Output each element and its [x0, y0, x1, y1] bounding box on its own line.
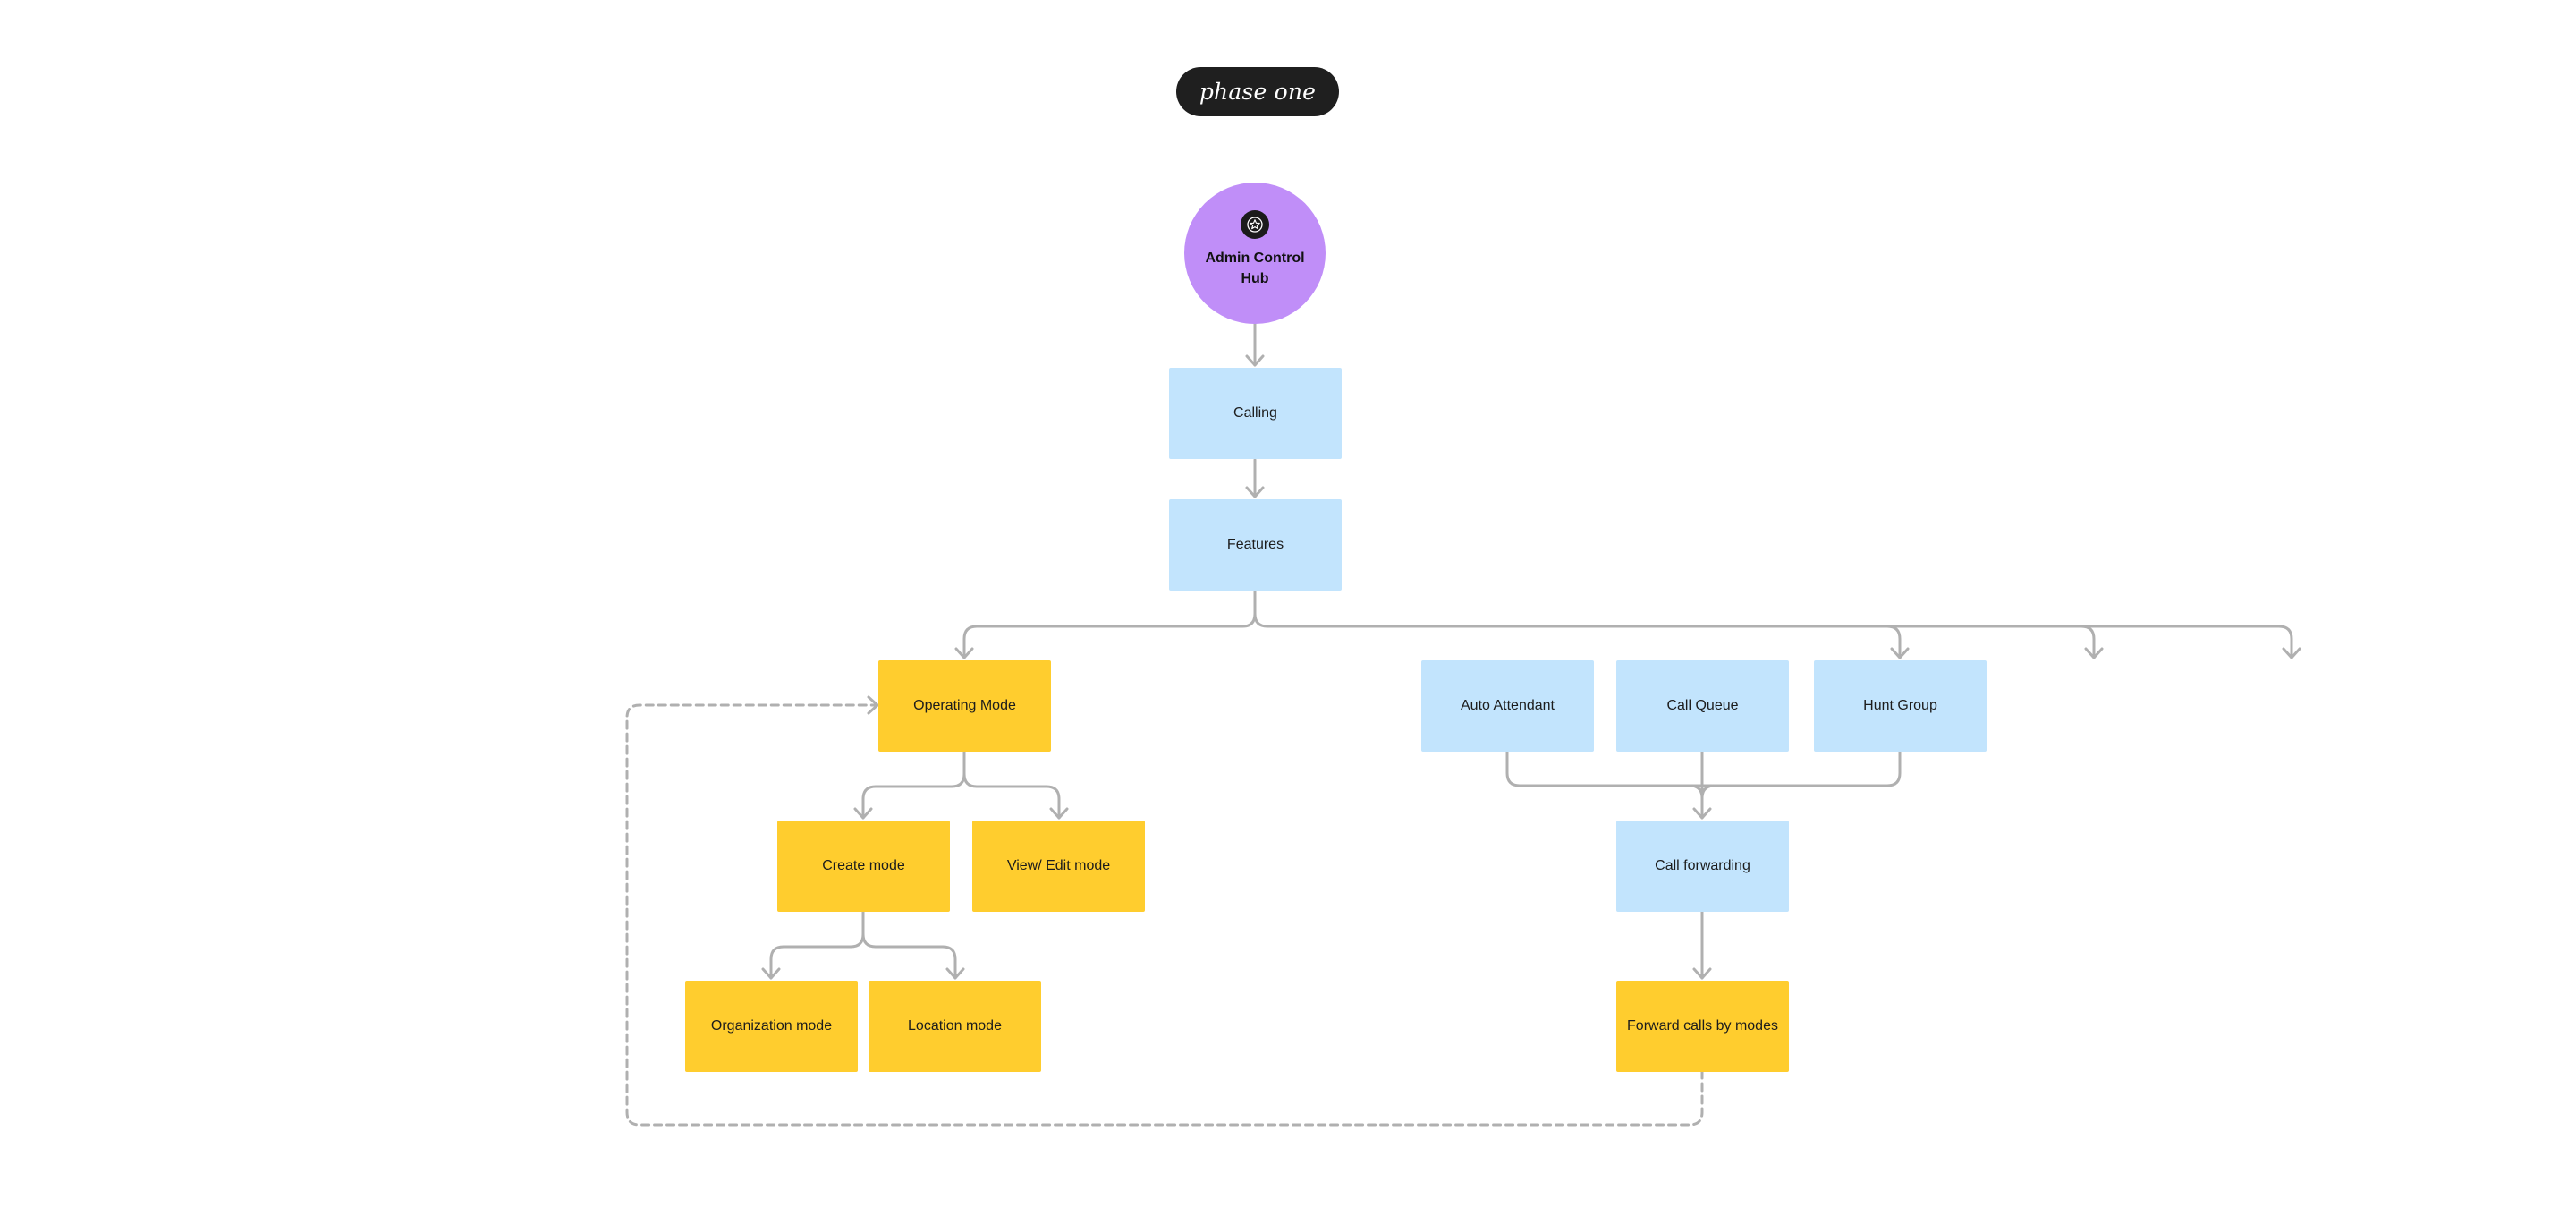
node-forward-calls-by-modes[interactable]: Forward calls by modes	[1616, 981, 1789, 1072]
node-label: Call forwarding	[1655, 858, 1750, 873]
arrowhead	[2282, 647, 2301, 659]
phase-label: phase one	[1176, 67, 1339, 116]
node-label: Organization mode	[710, 1018, 833, 1034]
arrowhead	[1890, 647, 1910, 659]
phase-label-text: phase one	[1199, 79, 1317, 105]
arrowhead	[945, 967, 965, 980]
node-call-queue[interactable]: Call Queue	[1616, 660, 1789, 752]
connector-opmode-children	[861, 749, 966, 820]
node-label: Forward calls by modes	[1627, 1018, 1778, 1034]
arrowhead	[954, 647, 974, 659]
connector-to-call-queue	[1885, 625, 2096, 659]
connector-loop-back	[625, 703, 1704, 1127]
arrowhead	[1245, 354, 1265, 367]
arrowhead	[1692, 967, 1712, 980]
arrowhead	[867, 695, 879, 715]
node-label: Features	[1226, 537, 1284, 552]
node-label: Operating Mode	[913, 698, 1016, 713]
node-call-forwarding[interactable]: Call forwarding	[1616, 821, 1789, 912]
connector-to-hunt-group	[2080, 625, 2293, 659]
node-calling[interactable]: Calling	[1169, 368, 1342, 459]
connector-hg-cf	[1700, 749, 1902, 787]
node-view-edit-mode[interactable]: View/ Edit mode	[972, 821, 1145, 912]
arrowhead	[1049, 807, 1069, 820]
connector-opmode-viewedit	[962, 772, 1061, 820]
arrowhead	[2084, 647, 2104, 659]
node-label: Auto Attendant	[1461, 698, 1555, 713]
node-location-mode[interactable]: Location mode	[869, 981, 1041, 1072]
node-label: Location mode	[908, 1018, 1002, 1034]
root-node-admin-control-hub[interactable]: Admin Control Hub	[1184, 183, 1326, 324]
node-label: Hunt Group	[1863, 698, 1937, 713]
node-label: Call Queue	[1666, 698, 1739, 713]
connector-create-children	[769, 909, 865, 980]
star-icon	[1241, 210, 1269, 239]
arrowhead	[761, 967, 781, 980]
connector-features-branches	[1253, 589, 1269, 628]
node-label: Calling	[1233, 405, 1277, 421]
arrowhead	[853, 807, 873, 820]
root-node-label: Admin Control Hub	[1205, 251, 1305, 286]
connector-create-location	[861, 932, 957, 980]
connector-features-left	[962, 612, 1257, 659]
arrowhead	[1245, 486, 1265, 498]
node-create-mode[interactable]: Create mode	[777, 821, 950, 912]
connector-features-right	[1266, 625, 1902, 659]
node-label: Create mode	[822, 858, 905, 873]
node-auto-attendant[interactable]: Auto Attendant	[1421, 660, 1594, 752]
node-hunt-group[interactable]: Hunt Group	[1814, 660, 1987, 752]
connector-merge-cf	[1688, 784, 1716, 800]
connector-aa-cf	[1505, 749, 1704, 787]
node-operating-mode[interactable]: Operating Mode	[878, 660, 1051, 752]
arrowhead	[1692, 807, 1712, 820]
node-organization-mode[interactable]: Organization mode	[685, 981, 858, 1072]
node-features[interactable]: Features	[1169, 499, 1342, 591]
node-label: View/ Edit mode	[1006, 858, 1111, 873]
